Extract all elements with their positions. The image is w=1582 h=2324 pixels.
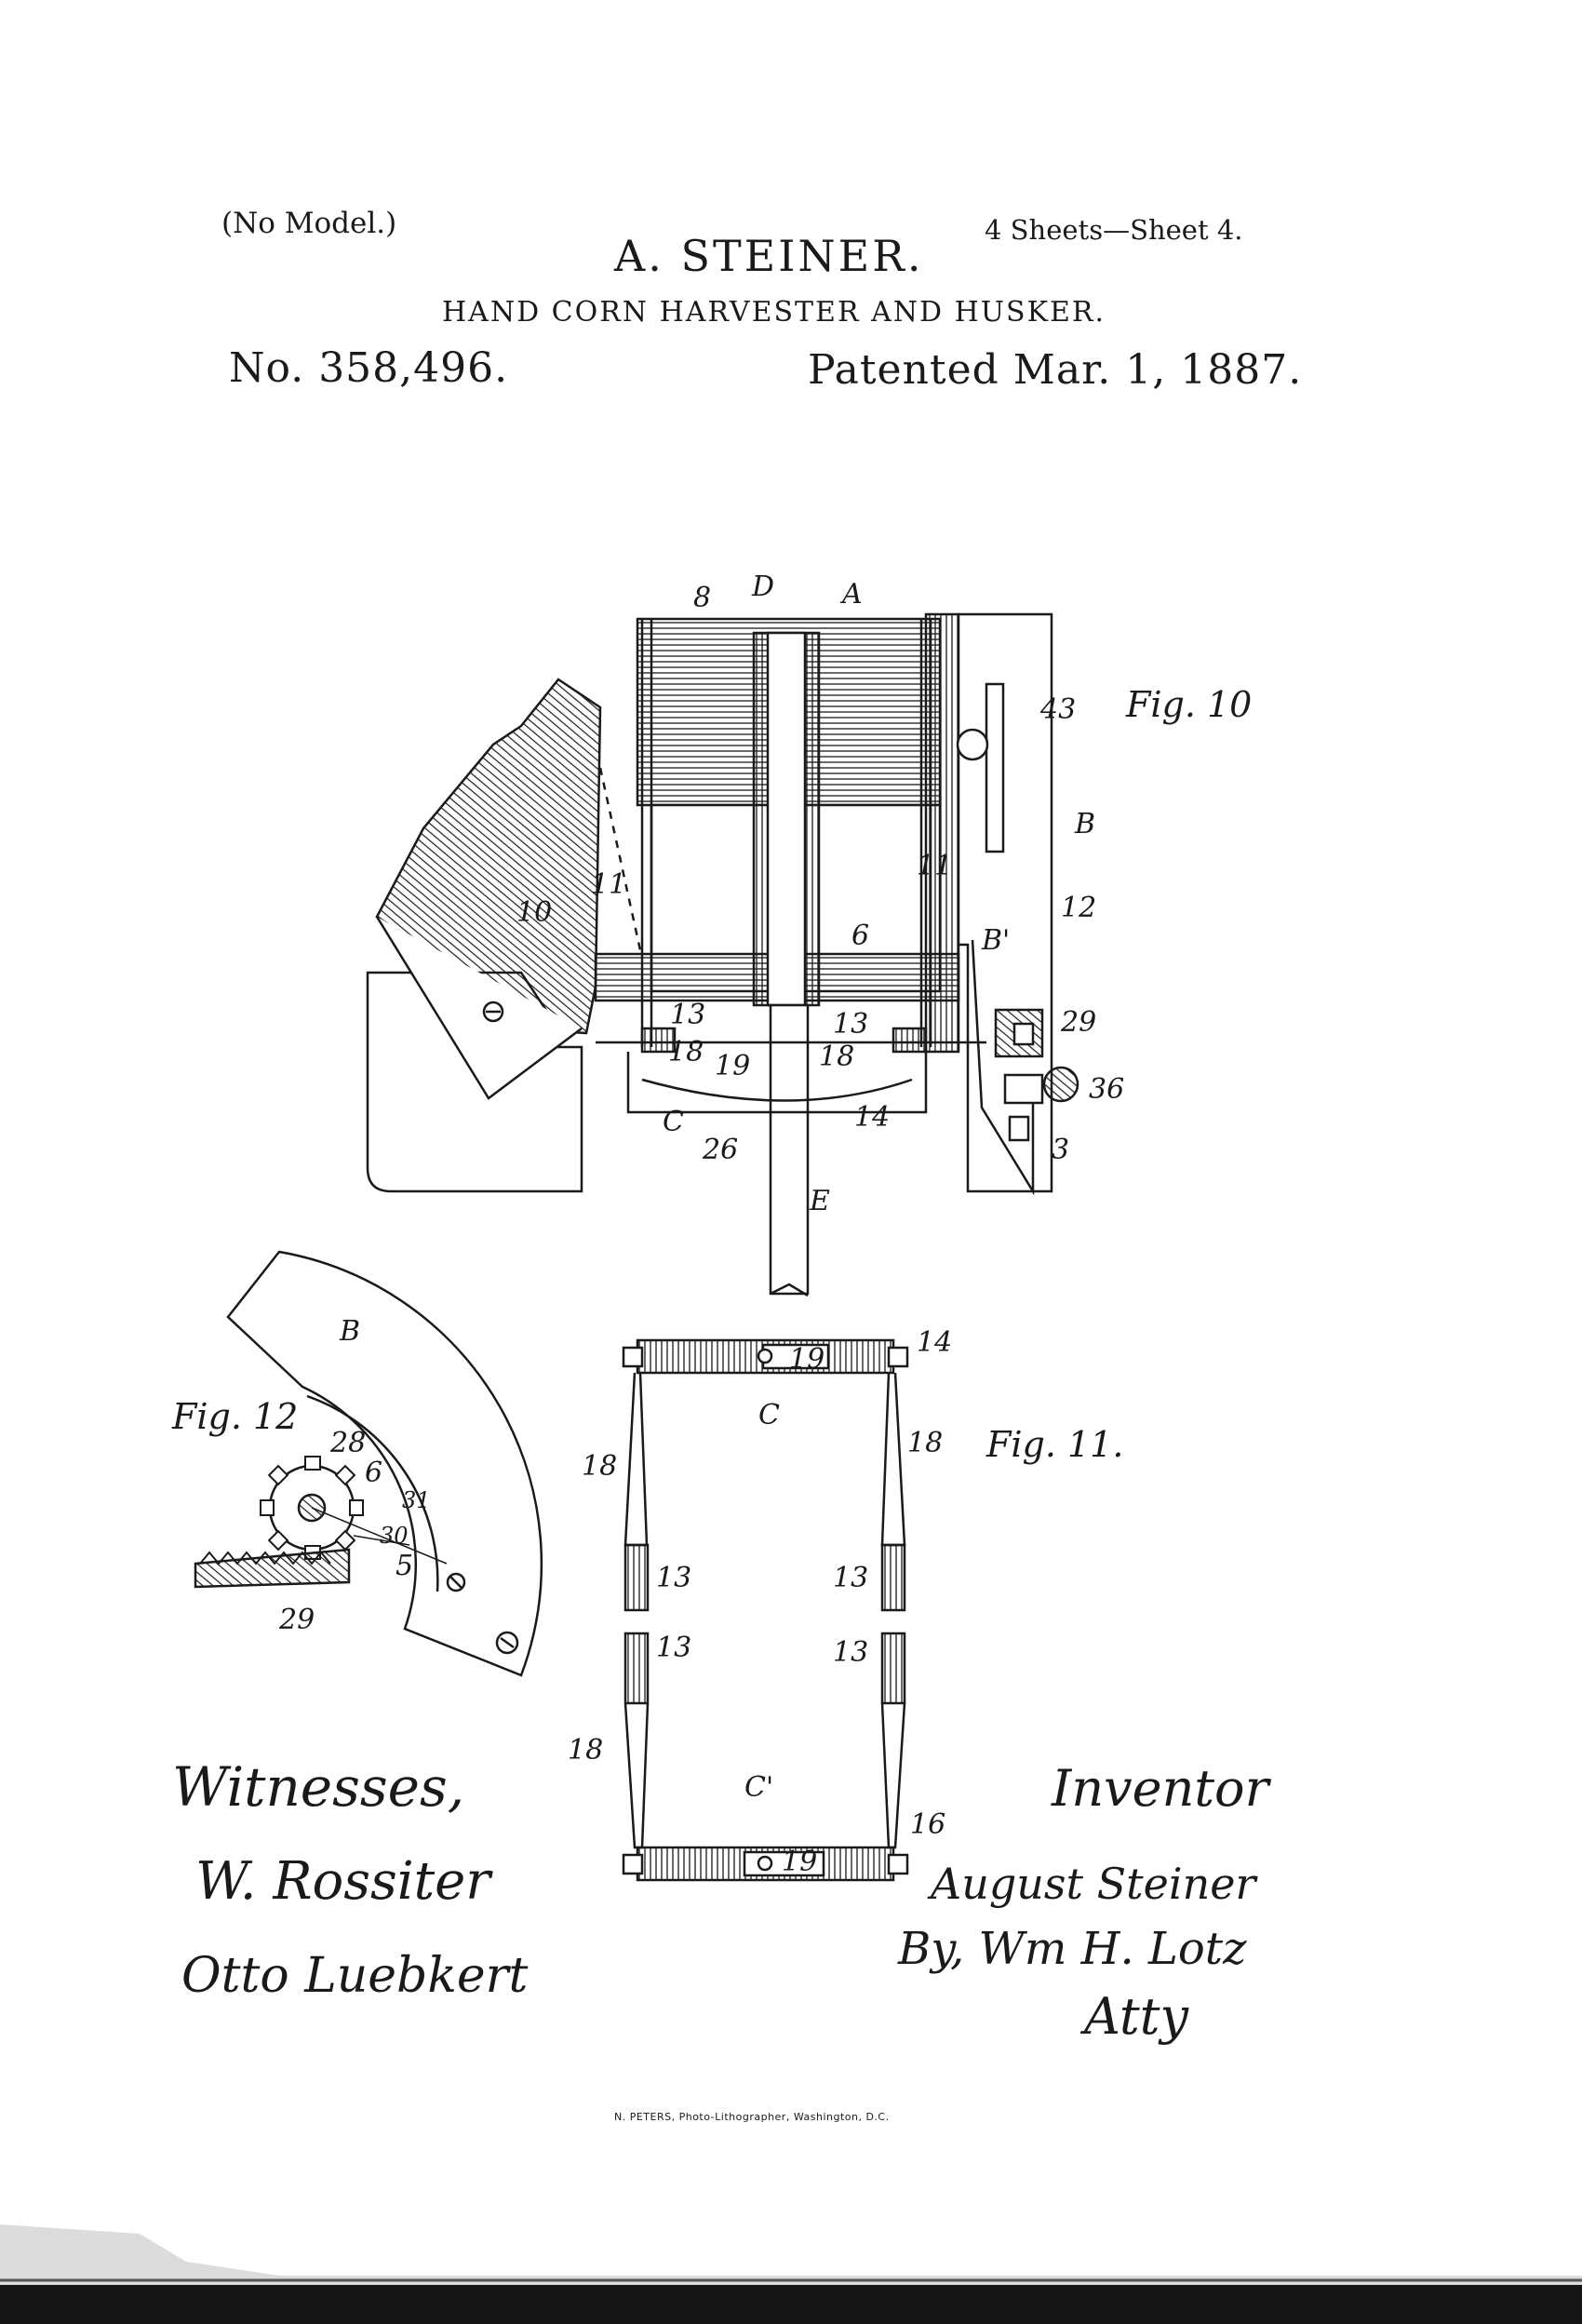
fig12-label-B: B [339,1315,360,1348]
fig10-label-19: 19 [715,1050,750,1082]
fig10-label-6: 6 [851,920,869,952]
fig11-label-13-right-upper: 13 [833,1562,868,1594]
figure-11-labels: 14 19 C 18 18 18 13 13 13 13 C' 19 16 [568,1326,952,1878]
fig10-label-13-right: 13 [833,1008,868,1041]
fig10-label-29: 29 [1060,1006,1096,1039]
fig11-label-13-left-upper: 13 [656,1562,691,1594]
fig10-label-E: E [809,1185,830,1217]
fig12-label-29: 29 [278,1604,315,1636]
fig10-label-14: 14 [854,1101,890,1134]
fig11-caption: Fig. 11. [985,1424,1123,1465]
fig10-label-11-right: 11 [917,850,952,882]
fig12-label-30: 30 [380,1523,409,1549]
patent-number: No. 358,496. [229,344,509,392]
fig11-label-14: 14 [917,1326,952,1359]
scan-edge [0,2224,1582,2324]
printer-credit: N. PETERS, Photo-Lithographer, Washingto… [614,2111,890,2123]
fig11-label-16: 16 [910,1808,945,1841]
figure-12 [194,1250,543,1677]
patent-date: Patented Mar. 1, 1887. [808,346,1303,394]
fig12-label-6: 6 [365,1457,382,1489]
figure-10-labels: 8 D A 43 B 12 11 11 10 6 B' 29 36 13 13 … [516,571,1124,1217]
fig11-label-C: C [758,1399,780,1431]
fig10-label-D: D [751,571,774,603]
attorney-line: By, Wm H. Lotz [897,1923,1247,1975]
fig10-label-B: B [1074,808,1095,840]
fig10-label-C: C [663,1106,684,1138]
fig10-label-12: 12 [1061,892,1096,924]
sheet-count: 4 Sheets—Sheet 4. [985,214,1243,246]
fig10-label-A: A [839,578,863,611]
fig12-caption: Fig. 12 [171,1396,298,1437]
fig11-label-19-top: 19 [789,1343,825,1376]
no-model-note: (No Model.) [221,207,397,240]
fig11-label-18-left: 18 [582,1450,617,1483]
fig12-label-31: 31 [402,1487,431,1513]
fig11-label-13-right-lower: 13 [833,1636,868,1669]
fig10-label-B-prime: B' [981,924,1010,957]
fig10-label-8: 8 [693,582,711,614]
witness-1-signature: W. Rossiter [195,1851,493,1912]
fig11-label-19-bottom: 19 [782,1846,817,1878]
signature-block: Witnesses, W. Rossiter Otto Luebkert Inv… [172,1755,1272,2046]
fig10-caption: Fig. 10 [1125,684,1252,725]
inventor-name: A. STEINER. [614,231,924,281]
fig11-label-13-left-lower: 13 [656,1632,691,1664]
fig11-label-18-lower: 18 [568,1734,603,1767]
figure-12-labels: B 28 6 31 30 5 29 [278,1315,431,1636]
fig10-label-13-left: 13 [670,999,705,1031]
figure-11 [622,1338,909,1882]
fig10-label-3: 3 [1052,1134,1069,1166]
fig10-label-10: 10 [516,896,552,929]
attorney-title: Atty [1079,1987,1189,2046]
fig10-label-26: 26 [702,1134,738,1166]
figure-10 [366,612,1079,1297]
witness-2-signature: Otto Luebkert [181,1948,528,2004]
fig11-label-18-right: 18 [907,1427,943,1459]
inventor-heading: Inventor [1051,1759,1272,1818]
fig12-label-28: 28 [329,1427,366,1459]
fig10-label-11-left: 11 [591,868,626,901]
fig10-label-18-left: 18 [668,1036,704,1068]
witnesses-heading: Witnesses, [172,1755,464,1819]
fig11-label-C-prime: C' [744,1771,773,1804]
fig10-label-36: 36 [1089,1073,1124,1106]
inventor-signature: August Steiner [927,1859,1258,1909]
fig12-label-5: 5 [396,1550,413,1582]
fig10-label-18-right: 18 [819,1041,854,1073]
patent-title: HAND CORN HARVESTER AND HUSKER. [442,296,1106,329]
fig10-label-43: 43 [1039,693,1076,726]
